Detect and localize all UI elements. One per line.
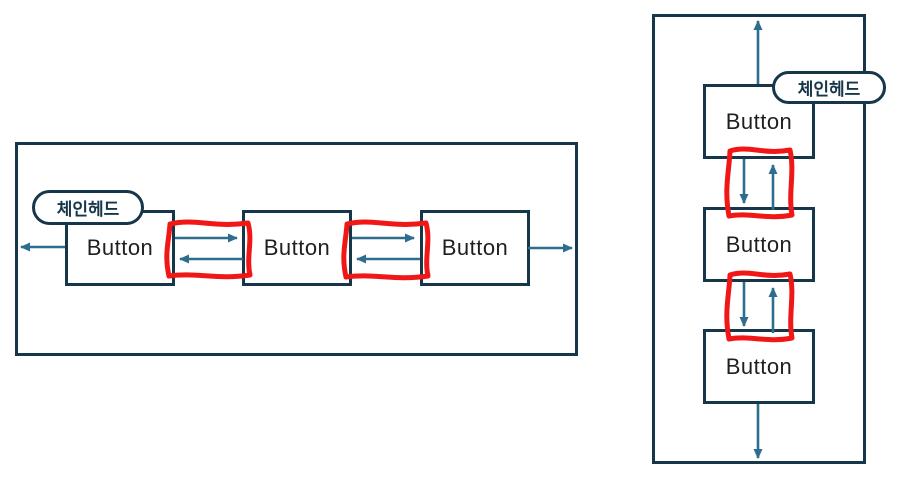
- chain-head-label-horizontal: 체인헤드: [32, 190, 144, 225]
- chain-head-label-text: 체인헤드: [56, 200, 120, 219]
- button-label: Button: [725, 108, 793, 134]
- horizontal-chain-button-3: Button: [420, 210, 530, 286]
- button-label: Button: [725, 231, 793, 257]
- button-label: Button: [263, 235, 331, 260]
- button-label: Button: [725, 353, 793, 379]
- chain-head-label-text: 체인헤드: [797, 80, 861, 99]
- horizontal-chain-button-2: Button: [242, 210, 352, 286]
- vertical-chain-button-3: Button: [703, 329, 815, 404]
- button-label: Button: [86, 235, 154, 260]
- button-label: Button: [441, 235, 509, 260]
- vertical-chain-button-2: Button: [703, 207, 815, 282]
- chain-head-label-vertical: 체인헤드: [772, 71, 886, 104]
